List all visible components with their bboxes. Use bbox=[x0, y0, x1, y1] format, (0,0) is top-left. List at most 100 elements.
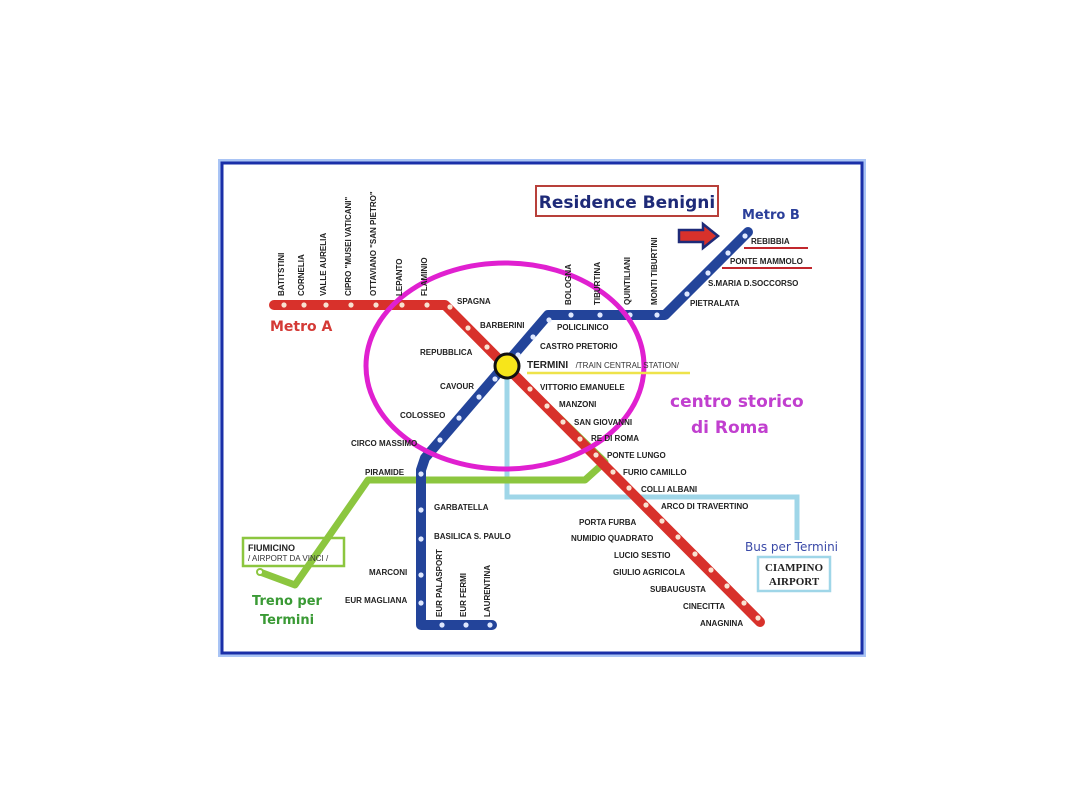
treno-label-2: Termini bbox=[260, 613, 314, 628]
highlighted-station-ponte-mammolo: PONTE MAMMOLO bbox=[722, 257, 812, 269]
metro-a-station-dot[interactable] bbox=[560, 419, 566, 425]
metro-b-station-dot[interactable] bbox=[456, 415, 462, 421]
metro-a-station-dot[interactable] bbox=[399, 302, 405, 308]
metro-a-station-dot[interactable] bbox=[610, 469, 616, 475]
station-label: CIRCO MASSIMO bbox=[351, 439, 417, 448]
metro-a-station-dot[interactable] bbox=[301, 302, 307, 308]
bus-label: Bus per Termini bbox=[745, 540, 838, 554]
metro-b-station-dot[interactable] bbox=[742, 233, 748, 239]
metro-a-station-dot[interactable] bbox=[424, 302, 430, 308]
fiumicino-stop bbox=[256, 568, 264, 576]
metro-b-station-dot[interactable] bbox=[492, 376, 498, 382]
station-label: EUR FERMI bbox=[459, 573, 468, 617]
fiumicino-sublabel: / AIRPORT DA VINCI / bbox=[248, 554, 329, 563]
station-label: LAURENTINA bbox=[483, 565, 492, 617]
centro-storico-label: centro storico bbox=[670, 392, 804, 412]
station-label: GIULIO AGRICOLA bbox=[613, 568, 685, 577]
station-label: POLICLINICO bbox=[557, 323, 609, 332]
metro-b-station-dot[interactable] bbox=[725, 250, 731, 256]
station-label: FURIO CAMILLO bbox=[623, 468, 687, 477]
station-label: S.MARIA D.SOCCORSO bbox=[708, 279, 798, 288]
station-label: GARBATELLA bbox=[434, 503, 489, 512]
station-label: VITTORIO EMANUELE bbox=[540, 383, 625, 392]
metro-b-station-dot[interactable] bbox=[568, 312, 574, 318]
station-label: RE DI ROMA bbox=[591, 434, 639, 443]
metro-b-station-dot[interactable] bbox=[463, 622, 469, 628]
station-label: CAVOUR bbox=[440, 382, 474, 391]
station-label: CASTRO PRETORIO bbox=[540, 342, 618, 351]
metro-b-station-dot[interactable] bbox=[597, 312, 603, 318]
metro-b-station-dot[interactable] bbox=[439, 622, 445, 628]
metro-a-station-dot[interactable] bbox=[281, 302, 287, 308]
metro-b-label: Metro B bbox=[742, 208, 800, 223]
ciampino-label-2: AIRPORT bbox=[769, 576, 820, 588]
metro-a-station-dot[interactable] bbox=[577, 436, 583, 442]
metro-a-station-dot[interactable] bbox=[692, 551, 698, 557]
station-label: BOLOGNA bbox=[564, 264, 573, 305]
metro-a-station-dot[interactable] bbox=[724, 583, 730, 589]
svg-text:PONTE MAMMOLO: PONTE MAMMOLO bbox=[730, 257, 803, 266]
metro-b-line bbox=[416, 227, 753, 630]
station-label: PONTE LUNGO bbox=[607, 451, 666, 460]
metro-b-station-dot[interactable] bbox=[705, 270, 711, 276]
station-label: EUR MAGLIANA bbox=[345, 596, 407, 605]
station-label: ARCO DI TRAVERTINO bbox=[661, 502, 748, 511]
metro-a-station-dot[interactable] bbox=[741, 600, 747, 606]
metro-b-station-dot[interactable] bbox=[515, 352, 521, 358]
metro-b-station-dot[interactable] bbox=[530, 334, 536, 340]
termini-label[interactable]: TERMINI /TRAIN CENTRAL STATION/ bbox=[527, 355, 680, 372]
station-label: BASILICA S. PAULO bbox=[434, 532, 511, 541]
highlighted-station-rebibbia: REBIBBIA bbox=[744, 237, 808, 249]
metro-a-station-dot[interactable] bbox=[643, 502, 649, 508]
station-label: CIPRO "MUSEI VATICANI" bbox=[344, 197, 353, 297]
metro-a-station-dot[interactable] bbox=[626, 485, 632, 491]
metro-a-station-dot[interactable] bbox=[659, 518, 665, 524]
metro-a-station-dot[interactable] bbox=[323, 302, 329, 308]
svg-text:REBIBBIA: REBIBBIA bbox=[751, 237, 790, 246]
metro-a-station-dot[interactable] bbox=[348, 302, 354, 308]
metro-a-station-dot[interactable] bbox=[465, 325, 471, 331]
station-label: VALLE AURELIA bbox=[319, 233, 328, 296]
station-label: COLOSSEO bbox=[400, 411, 445, 420]
metro-b-station-dot[interactable] bbox=[418, 471, 424, 477]
metro-a-station-dot[interactable] bbox=[373, 302, 379, 308]
metro-b-station-dot[interactable] bbox=[487, 622, 493, 628]
metro-b-station-dot[interactable] bbox=[418, 572, 424, 578]
metro-a-station-dot[interactable] bbox=[708, 567, 714, 573]
station-label: CORNELIA bbox=[297, 254, 306, 296]
metro-b-station-dot[interactable] bbox=[684, 291, 690, 297]
fiumicino-box bbox=[241, 536, 346, 568]
station-label: REPUBBLICA bbox=[420, 348, 473, 357]
station-label: FLAMINIO bbox=[420, 257, 429, 296]
station-label: SAN GIOVANNI bbox=[574, 418, 632, 427]
station-label: PIRAMIDE bbox=[365, 468, 405, 477]
metro-a-station-dot[interactable] bbox=[593, 452, 599, 458]
ciampino-box bbox=[756, 555, 832, 593]
station-label: LEPANTO bbox=[395, 259, 404, 296]
metro-a-station-dot[interactable] bbox=[447, 304, 453, 310]
station-label: PIETRALATA bbox=[690, 299, 740, 308]
metro-b-station-dot[interactable] bbox=[654, 312, 660, 318]
metro-b-station-dot[interactable] bbox=[437, 437, 443, 443]
metro-b-station-dot[interactable] bbox=[476, 394, 482, 400]
station-dots bbox=[281, 233, 761, 628]
metro-a-station-dot[interactable] bbox=[544, 403, 550, 409]
metro-b-station-dot[interactable] bbox=[418, 600, 424, 606]
metro-a-station-dot[interactable] bbox=[755, 615, 761, 621]
centro-storico-ring bbox=[363, 260, 647, 472]
metro-b-station-dot[interactable] bbox=[418, 507, 424, 513]
station-label: EUR PALASPORT bbox=[435, 549, 444, 617]
metro-b-station-dot[interactable] bbox=[546, 317, 552, 323]
station-label: SPAGNA bbox=[457, 297, 491, 306]
arrow-right-icon bbox=[677, 221, 721, 251]
metro-a-station-dot[interactable] bbox=[484, 344, 490, 350]
metro-b-station-dot[interactable] bbox=[418, 536, 424, 542]
termini-hub[interactable] bbox=[493, 352, 521, 380]
metro-a-station-dot[interactable] bbox=[675, 534, 681, 540]
station-label: QUINTILIANI bbox=[623, 257, 632, 305]
metro-a-station-dot[interactable] bbox=[527, 386, 533, 392]
title: Residence Benigni bbox=[539, 193, 715, 213]
treno-label: Treno per bbox=[252, 594, 323, 609]
station-label: SUBAUGUSTA bbox=[650, 585, 706, 594]
